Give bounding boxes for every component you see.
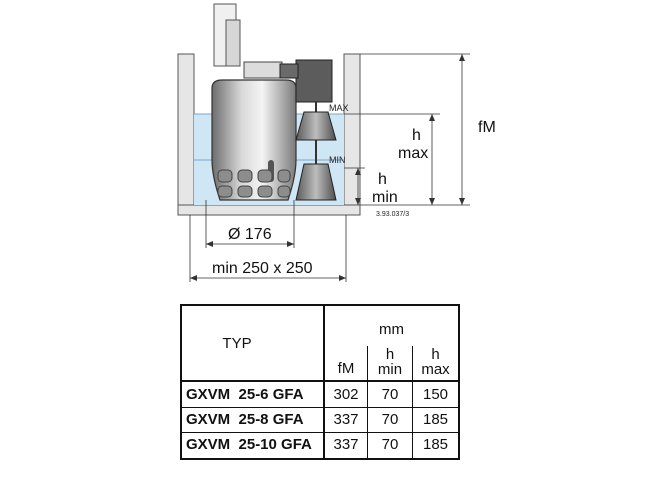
header-typ: TYP bbox=[222, 335, 252, 352]
row-1-hmin: 70 bbox=[381, 386, 399, 403]
row-2-fm: 337 bbox=[333, 411, 359, 428]
spec-table: TYP mm fM h min h max GXVM 25-6 GFA 302 … bbox=[180, 304, 460, 460]
row-3-hmin: 70 bbox=[381, 436, 399, 453]
col-hmax: max bbox=[421, 361, 450, 378]
pit-size-label: min 250 x 250 bbox=[212, 260, 313, 277]
row-2-typ: GXVM 25-8 GFA bbox=[186, 411, 304, 428]
h-min-dimension-h: h bbox=[378, 171, 387, 188]
col-hmin-h: h bbox=[385, 346, 395, 363]
row-3-typ: GXVM 25-10 GFA bbox=[186, 436, 312, 453]
pump-body bbox=[211, 61, 297, 201]
drawing-code: 3.93.037/3 bbox=[376, 211, 409, 218]
row-3-hmax: 185 bbox=[422, 436, 449, 453]
h-max-dimension-h: h bbox=[412, 127, 421, 144]
header-unit: mm bbox=[379, 321, 404, 338]
h-min-dimension-label: min bbox=[372, 189, 398, 206]
col-hmin: min bbox=[377, 361, 403, 378]
min-level-label: MIN bbox=[329, 155, 346, 165]
h-max-dimension-label: max bbox=[398, 145, 428, 162]
row-2-hmax: 185 bbox=[422, 411, 449, 428]
row-1-typ: GXVM 25-6 GFA bbox=[186, 386, 304, 403]
row-3-fm: 337 bbox=[333, 436, 359, 453]
max-level-label: MAX bbox=[329, 103, 349, 113]
row-1-hmax: 150 bbox=[422, 386, 449, 403]
pump-installation-diagram: MAX MIN fM h max h min 3.93.037/3 Ø 176 … bbox=[177, 3, 496, 282]
fm-dimension-label: fM bbox=[478, 119, 496, 136]
row-1-fm: 302 bbox=[333, 386, 359, 403]
float-switch bbox=[279, 59, 337, 201]
col-hmax-h: h bbox=[431, 346, 440, 363]
col-fm: fM bbox=[337, 360, 355, 377]
diameter-label: Ø 176 bbox=[228, 226, 272, 243]
row-2-hmin: 70 bbox=[381, 411, 399, 428]
